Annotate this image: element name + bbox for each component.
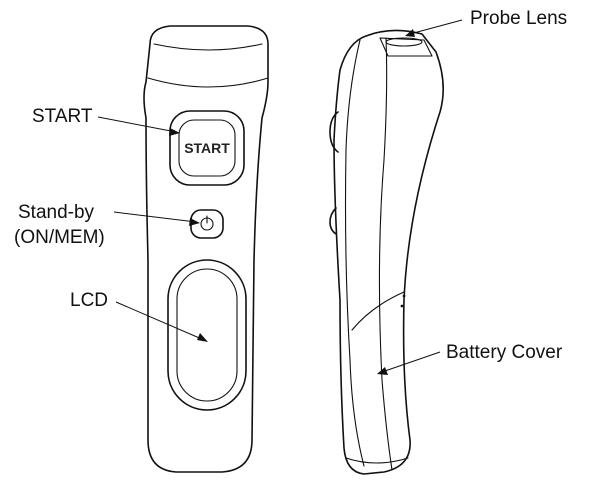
arrowhead-start xyxy=(169,128,180,136)
side-bottom-lip xyxy=(345,457,409,464)
leader-lcd xyxy=(115,301,205,341)
leader-start xyxy=(97,116,177,133)
side-view-device xyxy=(329,29,444,475)
side-standby-button[interactable] xyxy=(329,207,337,235)
lcd-frame-outer xyxy=(167,259,247,411)
battery-cover-seam xyxy=(351,291,405,331)
arrowhead-standby xyxy=(189,218,200,226)
front-top-cap xyxy=(147,77,269,88)
label-standby-line1: Stand-by xyxy=(18,202,95,223)
arrowhead-battery-cover xyxy=(377,367,388,375)
arrowhead-probe-lens xyxy=(405,29,415,37)
label-standby-line2: (ON/MEM) xyxy=(14,227,105,248)
lcd-screen xyxy=(176,268,238,402)
leader-standby xyxy=(113,211,197,223)
battery-cover-dot-2 xyxy=(400,304,404,308)
side-front-seam xyxy=(344,39,365,467)
leader-battery-cover xyxy=(381,351,441,373)
probe-lens xyxy=(385,37,423,47)
leader-probe-lens xyxy=(409,19,463,35)
arrowhead-lcd xyxy=(197,333,208,342)
probe-lens-cap xyxy=(379,37,433,57)
side-start-button[interactable] xyxy=(329,111,339,153)
label-lcd: LCD xyxy=(70,290,108,311)
side-body-outline xyxy=(333,29,444,475)
side-rear-seam xyxy=(378,37,393,471)
label-battery-cover: Battery Cover xyxy=(446,342,563,363)
label-probe-lens: Probe Lens xyxy=(470,8,567,29)
start-button-inner[interactable] xyxy=(178,119,236,177)
start-button-text: START xyxy=(184,140,230,156)
start-button-outer[interactable] xyxy=(169,110,245,186)
front-view-device: START xyxy=(143,25,269,473)
front-body-outline xyxy=(143,25,269,473)
battery-cover-dot-1 xyxy=(402,294,406,298)
label-start: START xyxy=(32,106,93,127)
front-top-cap-inner xyxy=(153,43,263,51)
